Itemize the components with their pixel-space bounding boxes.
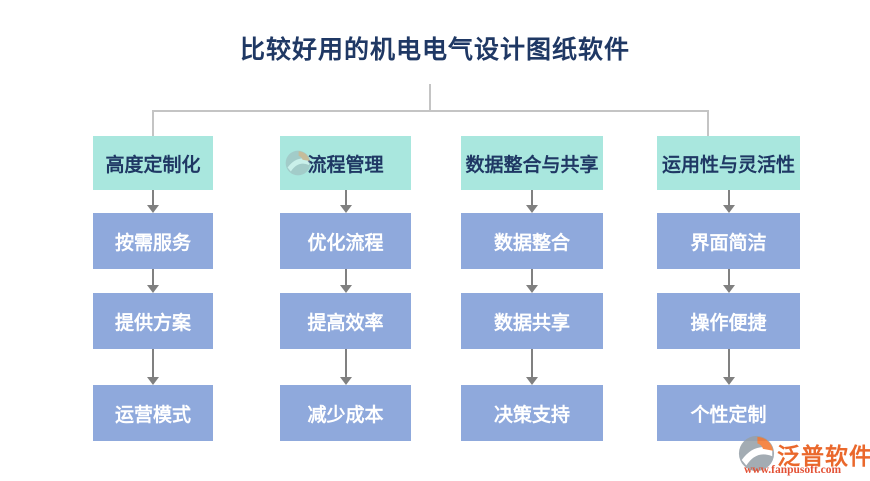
item-box: 操作便捷 xyxy=(657,293,800,349)
item-box: 数据整合 xyxy=(461,213,603,269)
brand-url: www.fanpusoft.com xyxy=(744,464,842,476)
item-box: 提供方案 xyxy=(93,293,213,349)
item-box: 决策支持 xyxy=(461,385,603,441)
item-box: 个性定制 xyxy=(657,385,800,441)
brand-watermark: 泛普软件 www.fanpusoft.com xyxy=(738,433,870,477)
arrow-down-icon xyxy=(657,269,800,293)
brand-name: 泛普软件 xyxy=(777,444,870,469)
diagram-title: 比较好用的机电电气设计图纸软件 xyxy=(239,37,630,64)
column-data-sharing: 数据整合与共享 数据整合 数据共享 决策支持 xyxy=(461,136,603,446)
header-box: 数据整合与共享 xyxy=(461,136,603,190)
connector-drop-left-line xyxy=(152,110,154,136)
connector-bracket-line xyxy=(152,110,709,112)
item-box: 运营模式 xyxy=(93,385,213,441)
column-customization: 高度定制化 按需服务 提供方案 运营模式 xyxy=(93,136,213,446)
header-box: 高度定制化 xyxy=(93,136,213,190)
item-box: 数据共享 xyxy=(461,293,603,349)
arrow-down-icon xyxy=(461,190,603,213)
arrow-down-icon xyxy=(280,190,411,213)
watermark-logo-icon xyxy=(285,150,311,176)
connector-drop-right-line xyxy=(707,110,709,136)
arrow-down-icon xyxy=(280,269,411,293)
item-box: 界面简洁 xyxy=(657,213,800,269)
header-box: 流程管理 xyxy=(280,136,411,190)
arrow-down-icon xyxy=(93,349,213,385)
arrow-down-icon xyxy=(657,190,800,213)
fanpu-logo-icon xyxy=(738,435,775,472)
arrow-down-icon xyxy=(280,349,411,385)
arrow-down-icon xyxy=(461,349,603,385)
header-box: 运用性与灵活性 xyxy=(657,136,800,190)
item-box: 减少成本 xyxy=(280,385,411,441)
arrow-down-icon xyxy=(93,269,213,293)
item-box: 优化流程 xyxy=(280,213,411,269)
arrow-down-icon xyxy=(93,190,213,213)
arrow-down-icon xyxy=(657,349,800,385)
item-box: 按需服务 xyxy=(93,213,213,269)
arrow-down-icon xyxy=(461,269,603,293)
connector-trunk-line xyxy=(429,84,431,111)
column-usability: 运用性与灵活性 界面简洁 操作便捷 个性定制 xyxy=(657,136,800,446)
column-process: 流程管理 优化流程 提高效率 减少成本 xyxy=(280,136,411,446)
item-box: 提高效率 xyxy=(280,293,411,349)
